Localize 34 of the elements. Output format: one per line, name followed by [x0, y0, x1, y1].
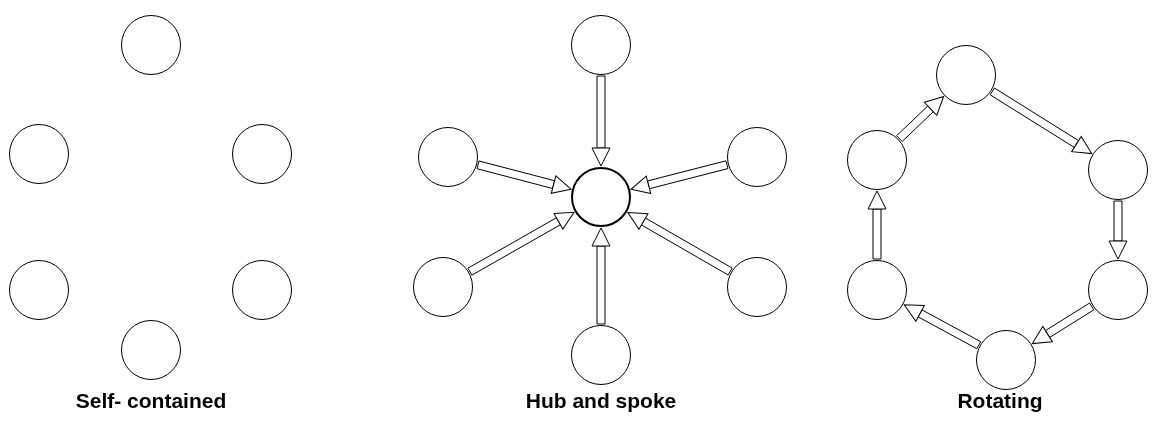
block-arrow [627, 212, 733, 276]
block-arrow [476, 160, 572, 194]
circle-node [976, 330, 1036, 390]
circle-node [936, 45, 996, 105]
circle-node [847, 130, 907, 190]
circle-node [571, 325, 631, 385]
caption: Rotating [957, 389, 1043, 413]
caption: Self- contained [75, 389, 227, 413]
circle-node [121, 320, 181, 380]
circle-node [232, 260, 292, 320]
circle-node [121, 15, 181, 75]
circle-node [571, 167, 631, 227]
block-arrow [1108, 200, 1128, 260]
circle-node [9, 124, 69, 184]
block-arrow [1031, 302, 1095, 345]
block-arrow [630, 160, 729, 195]
block-arrow [896, 95, 945, 142]
block-arrow [867, 190, 887, 260]
block-arrow [591, 75, 611, 167]
circle-node [727, 257, 787, 317]
circle-node [418, 127, 478, 187]
block-arrow [903, 304, 982, 350]
circle-node [1088, 260, 1148, 320]
circle-node [1088, 140, 1148, 200]
circle-node [232, 124, 292, 184]
caption: Hub and spoke [525, 389, 677, 413]
block-arrow [989, 87, 1093, 155]
circle-node [9, 260, 69, 320]
circle-node [413, 257, 473, 317]
circle-node [571, 15, 631, 75]
block-arrow [591, 227, 611, 325]
block-arrow [467, 211, 575, 276]
circle-node [727, 127, 787, 187]
circle-node [847, 260, 907, 320]
